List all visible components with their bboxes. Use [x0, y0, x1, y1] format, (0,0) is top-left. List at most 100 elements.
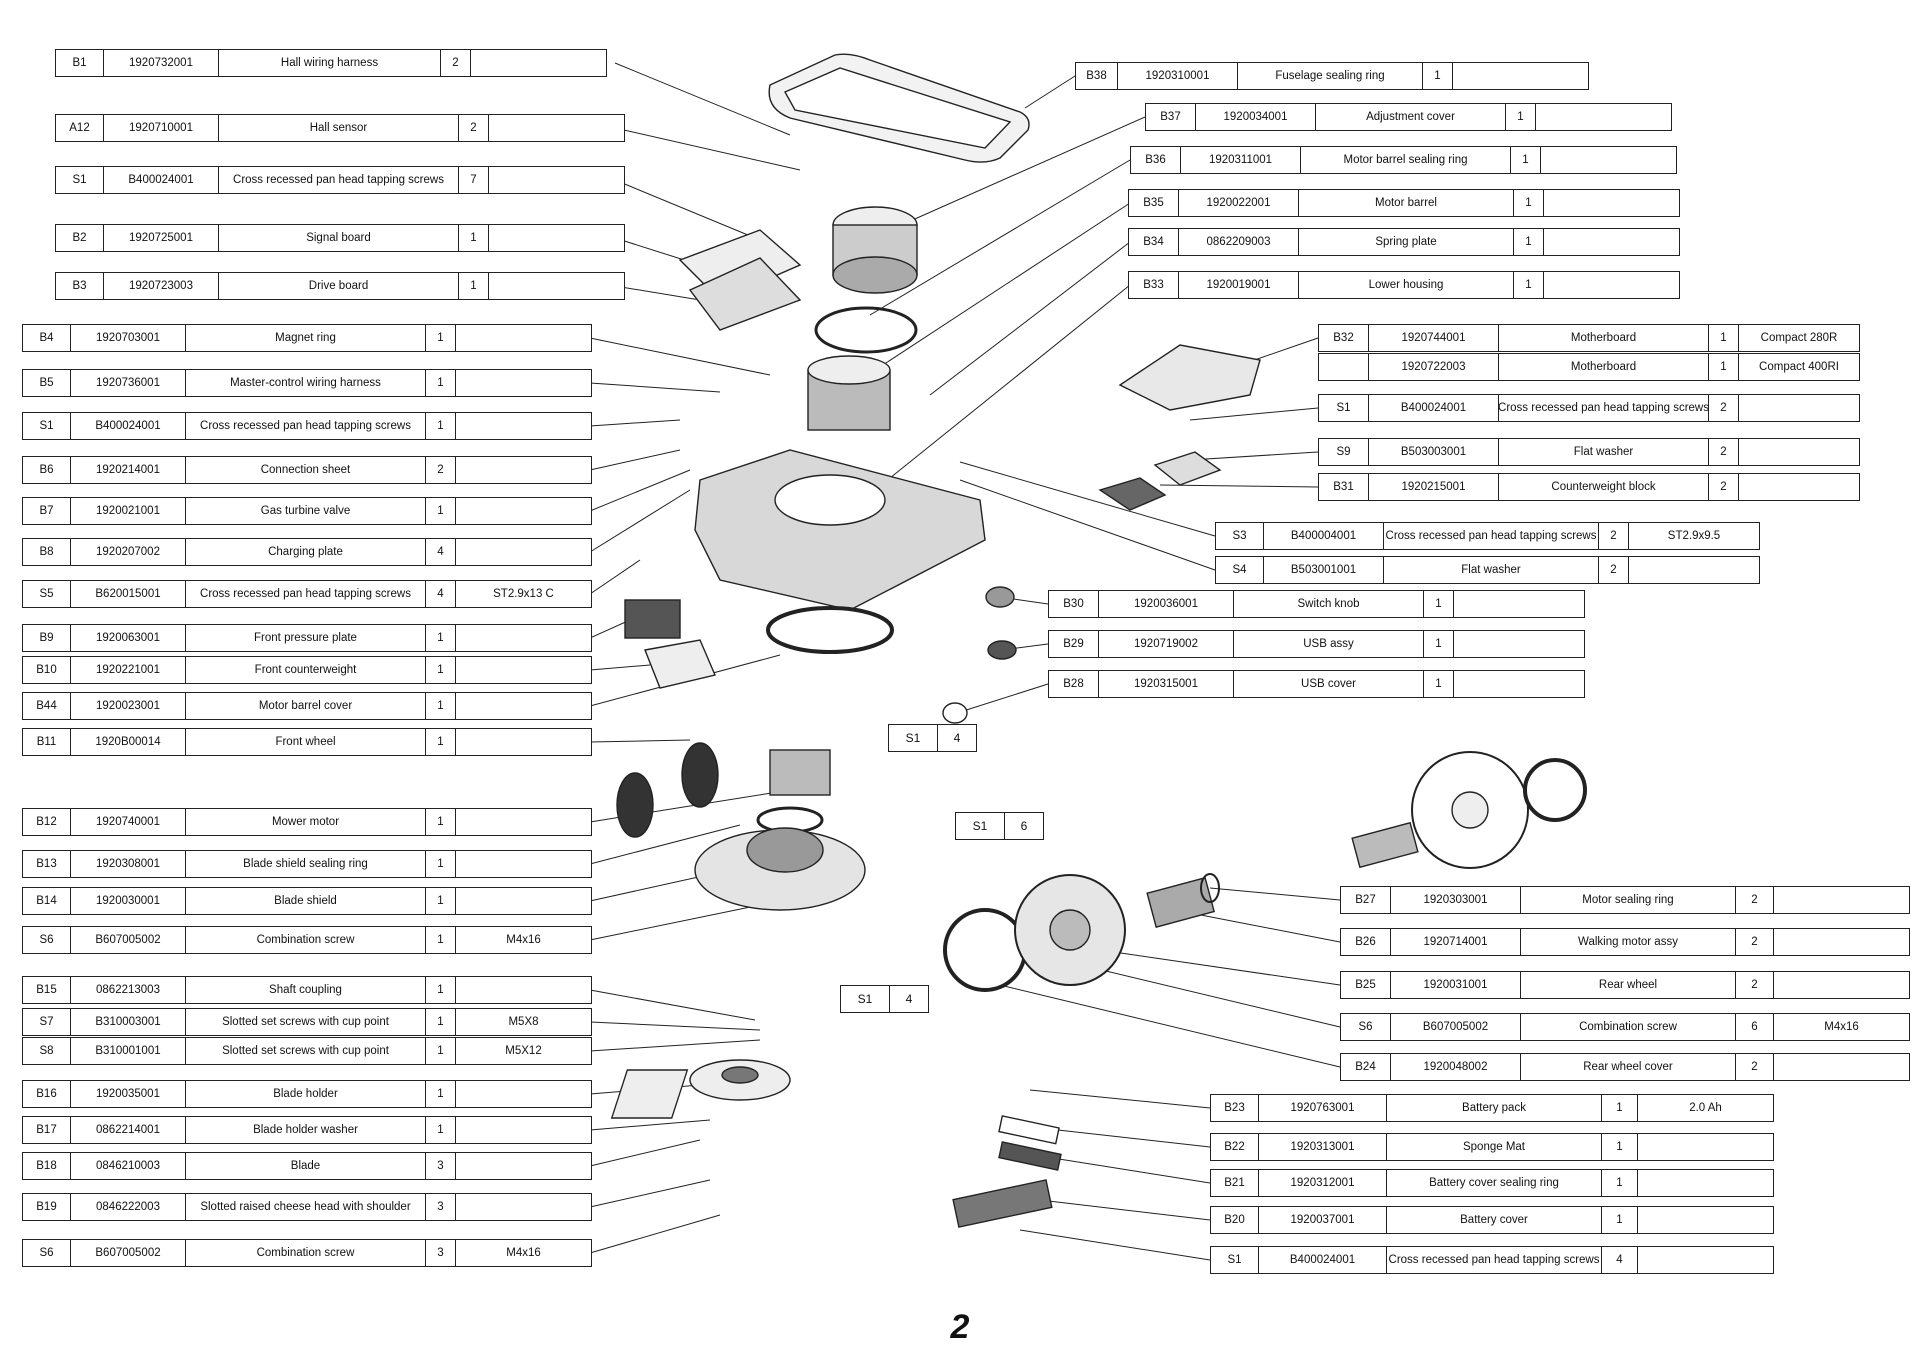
- part-code: B8: [23, 539, 71, 565]
- leader-line: [589, 469, 691, 512]
- part-number: 1920207002: [71, 539, 186, 565]
- part-note: [456, 370, 591, 396]
- part-name: Magnet ring: [186, 325, 426, 351]
- part-number: 1920311001: [1181, 147, 1301, 173]
- part-code: B2: [56, 225, 104, 251]
- usb-cover-drawing: [942, 702, 968, 724]
- part-note: [1638, 1247, 1773, 1273]
- part-note: [456, 539, 591, 565]
- part-note: 2.0 Ah: [1689, 1102, 1722, 1114]
- part-note: M5X8: [508, 1016, 539, 1028]
- part-qty: 1: [426, 325, 456, 351]
- part-qty: 3: [426, 1153, 456, 1179]
- part-qty: 1: [426, 625, 456, 651]
- part-note: [456, 625, 591, 651]
- part-note: [456, 1117, 591, 1143]
- part-note: [1629, 557, 1759, 583]
- part-name: Cross recessed pan head tapping screws: [219, 167, 459, 193]
- part-qty: 2: [1709, 439, 1739, 465]
- sponge-mat-drawing: [998, 1115, 1060, 1145]
- part-qty: 1: [1424, 631, 1454, 657]
- part-note: [456, 457, 591, 483]
- part-name: Slotted set screws with cup point: [186, 1038, 426, 1064]
- leader-line: [589, 382, 721, 393]
- part-qty: 1: [426, 927, 456, 953]
- part-qty: 2: [1736, 1054, 1774, 1080]
- part-code: B1: [56, 50, 104, 76]
- part-qty: 4: [426, 539, 456, 565]
- part-note: [456, 888, 591, 914]
- part-name: Slotted set screws with cup point: [186, 1009, 426, 1035]
- leader-line: [929, 241, 1131, 396]
- part-name: USB cover: [1234, 671, 1424, 697]
- part-code: B7: [23, 498, 71, 524]
- part-number: B400004001: [1264, 523, 1384, 549]
- part-code: B44: [23, 693, 71, 719]
- front-counterweight-drawing: [644, 639, 716, 689]
- part-name: Cross recessed pan head tapping screws: [186, 413, 426, 439]
- part-qty: 1: [426, 809, 456, 835]
- part-qty: 1: [1514, 190, 1544, 216]
- part-number: B310001001: [71, 1038, 186, 1064]
- part-qty: 1: [426, 693, 456, 719]
- lower-housing-drawing: [694, 449, 986, 611]
- part-number: 1920723003: [104, 273, 219, 299]
- part-qty: 4: [1602, 1247, 1638, 1273]
- page-number: 2: [950, 1308, 970, 1346]
- part-code: B34: [1129, 229, 1179, 255]
- part-number: 1920722003: [1369, 354, 1499, 380]
- part-number: 1920030001: [71, 888, 186, 914]
- leader-line: [589, 419, 681, 427]
- part-note: [1774, 1054, 1909, 1080]
- part-note: [1739, 439, 1859, 465]
- leader-line: [614, 179, 761, 241]
- leader-line: [589, 904, 761, 941]
- part-qty: 2: [1599, 557, 1629, 583]
- part-code: B23: [1211, 1095, 1259, 1121]
- part-name: Motor barrel sealing ring: [1301, 147, 1511, 173]
- part-number: 1920035001: [71, 1081, 186, 1107]
- part-code: S6: [23, 927, 71, 953]
- part-note: [456, 809, 591, 835]
- part-code: B35: [1129, 190, 1179, 216]
- part-name: Blade shield sealing ring: [186, 851, 426, 877]
- part-note: M4x16: [506, 1247, 541, 1259]
- part-name: Signal board: [219, 225, 459, 251]
- part-number: 0846210003: [71, 1153, 186, 1179]
- callout-code: S1: [889, 725, 938, 751]
- part-note: M4x16: [1824, 1021, 1859, 1033]
- part-qty: 3: [426, 1240, 456, 1266]
- part-number: 1920740001: [71, 809, 186, 835]
- part-name: Battery cover: [1387, 1207, 1602, 1233]
- part-code: S5: [23, 581, 71, 607]
- part-name: Blade holder: [186, 1081, 426, 1107]
- part-note: M4x16: [506, 934, 541, 946]
- walking-motor-drawing: [1146, 876, 1216, 928]
- leader-line: [1024, 75, 1076, 109]
- part-number: 1920214001: [71, 457, 186, 483]
- leader-line: [1189, 407, 1319, 421]
- callout-code: S1: [841, 986, 890, 1012]
- part-number: 0846222003: [71, 1194, 186, 1220]
- mower-motor-box-drawing: [769, 749, 831, 796]
- part-number: 1920310001: [1118, 63, 1238, 89]
- part-note: [456, 851, 591, 877]
- part-code: B29: [1049, 631, 1099, 657]
- part-code: B5: [23, 370, 71, 396]
- part-qty: 1: [459, 273, 489, 299]
- part-qty: 1: [426, 1009, 456, 1035]
- part-number: 1920021001: [71, 498, 186, 524]
